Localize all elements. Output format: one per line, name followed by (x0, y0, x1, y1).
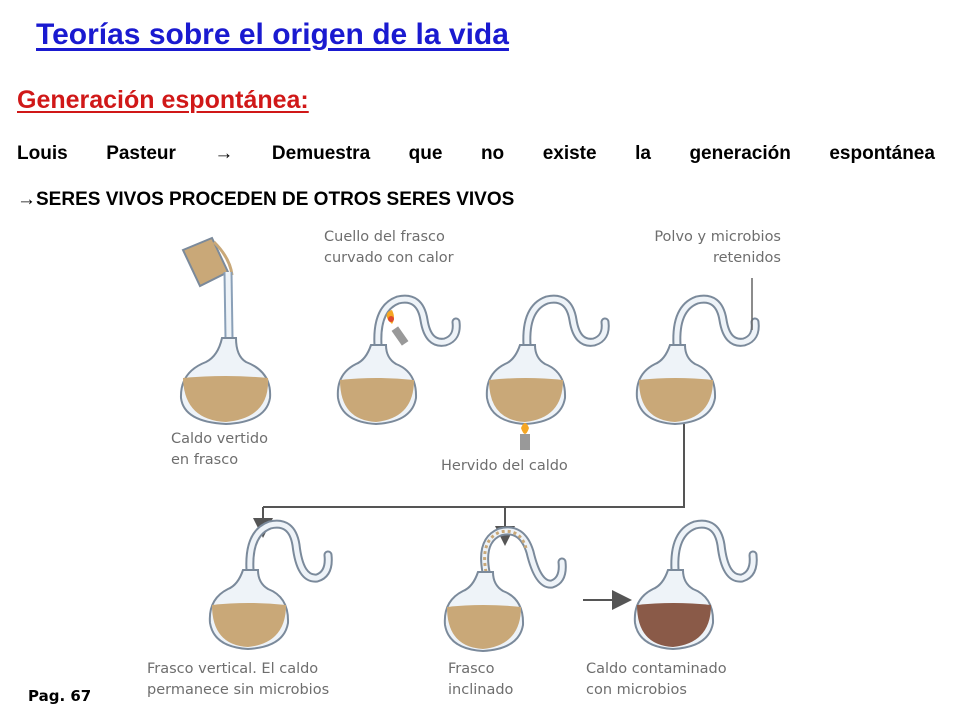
label-tilted-line1: Frasco (448, 661, 495, 677)
flask-neck-curving (336, 294, 461, 426)
word: Demuestra (271, 143, 371, 164)
label-vertical-line2: permanece sin microbios (147, 682, 329, 698)
label-vertical-line1: Frasco vertical. El caldo (147, 661, 318, 677)
word: existe (542, 143, 597, 164)
word: espontánea (829, 143, 935, 164)
slide-title: Teorías sobre el origen de la vida (36, 18, 509, 51)
word: que (408, 143, 443, 164)
conclusion-text: SERES VIVOS PROCEDEN DE OTROS SERES VIVO… (36, 189, 515, 210)
label-contam-line2: con microbios (586, 682, 687, 698)
arrow-icon: → (17, 189, 36, 210)
label-dust-line1: Polvo y microbios (654, 229, 781, 245)
flask-dust-retained (635, 278, 760, 426)
label-neck-line2: curvado con calor (324, 250, 454, 266)
label-dust-line2: retenidos (713, 250, 781, 266)
flask-contaminated (633, 519, 758, 651)
conclusion-line: →SERES VIVOS PROCEDEN DE OTROS SERES VIV… (17, 189, 514, 211)
flask-vertical (208, 519, 333, 651)
pasteur-statement: Louis Pasteur → Demuestra que no existe … (17, 143, 935, 165)
label-tilted-line2: inclinado (448, 682, 514, 698)
flask-pouring (179, 236, 272, 426)
label-pour-line2: en frasco (171, 452, 238, 468)
page-reference: Pag. 67 (28, 687, 92, 705)
flask-boiling (485, 294, 610, 450)
word: Pasteur (106, 143, 176, 164)
label-contam-line1: Caldo contaminado (586, 661, 727, 677)
burner-icon (520, 423, 530, 450)
word: la (635, 143, 651, 164)
label-pour-line1: Caldo vertido (171, 431, 268, 447)
word: no (480, 143, 505, 164)
label-boil: Hervido del caldo (441, 458, 568, 474)
word: Louis (17, 143, 68, 164)
arrow-icon: → (214, 143, 234, 164)
label-neck-line1: Cuello del frasco (324, 229, 445, 245)
flask-tilted (443, 526, 567, 653)
burner-icon (386, 310, 409, 346)
section-heading: Generación espontánea: (17, 86, 309, 114)
word: generación (689, 143, 791, 164)
